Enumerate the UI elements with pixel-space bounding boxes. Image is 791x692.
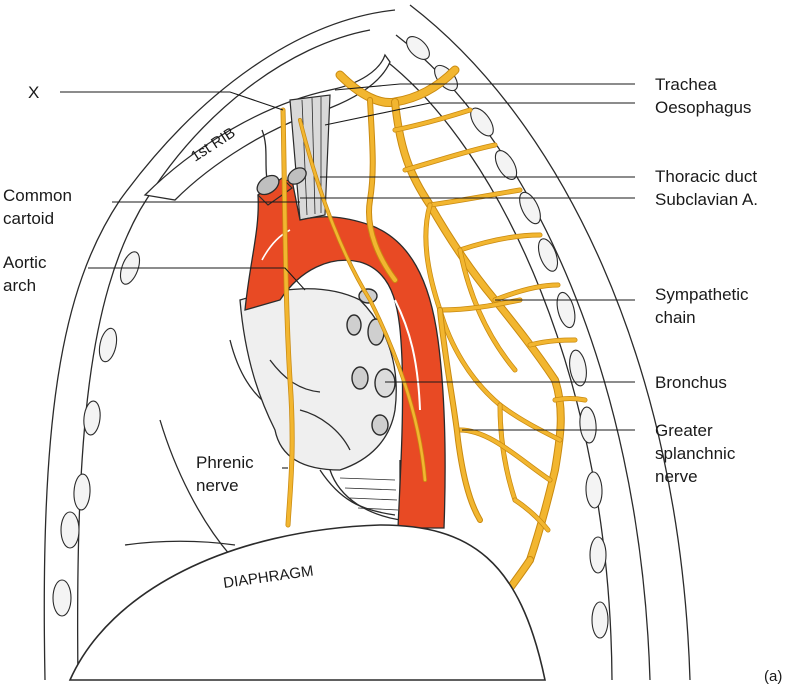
label-thoracic-duct: Thoracic duct: [655, 167, 757, 186]
label-x: X: [28, 83, 39, 102]
bronchus-ring-2: [347, 315, 361, 335]
label-sympathetic-2: chain: [655, 308, 696, 327]
label-phrenic-1: Phrenic: [196, 453, 254, 472]
label-splanchnic-3: nerve: [655, 467, 698, 486]
label-subclavian: Subclavian A.: [655, 190, 758, 209]
label-splanchnic-1: Greater: [655, 421, 713, 440]
heart-and-bronchi: [240, 289, 400, 520]
label-phrenic-2: nerve: [196, 476, 239, 495]
figure-tag: (a): [764, 668, 782, 685]
label-trachea: Trachea: [655, 75, 717, 94]
right-labels: Trachea Oesophagus Thoracic duct Subclav…: [655, 75, 782, 685]
label-common-carotid-2: cartoid: [3, 209, 54, 228]
label-aortic-arch-1: Aortic: [3, 253, 47, 272]
diaphragm: DIAPHRAGM: [70, 525, 545, 680]
label-splanchnic-2: splanchnic: [655, 444, 736, 463]
label-bronchus: Bronchus: [655, 373, 727, 392]
left-rib-segments: [53, 249, 143, 616]
label-oesophagus: Oesophagus: [655, 98, 751, 117]
bronchus-ring-6: [372, 415, 388, 435]
label-common-carotid-1: Common: [3, 186, 72, 205]
label-sympathetic-1: Sympathetic: [655, 285, 749, 304]
bronchus-ring-5: [375, 369, 395, 397]
label-aortic-arch-2: arch: [3, 276, 36, 295]
bronchus-ring-4: [352, 367, 368, 389]
